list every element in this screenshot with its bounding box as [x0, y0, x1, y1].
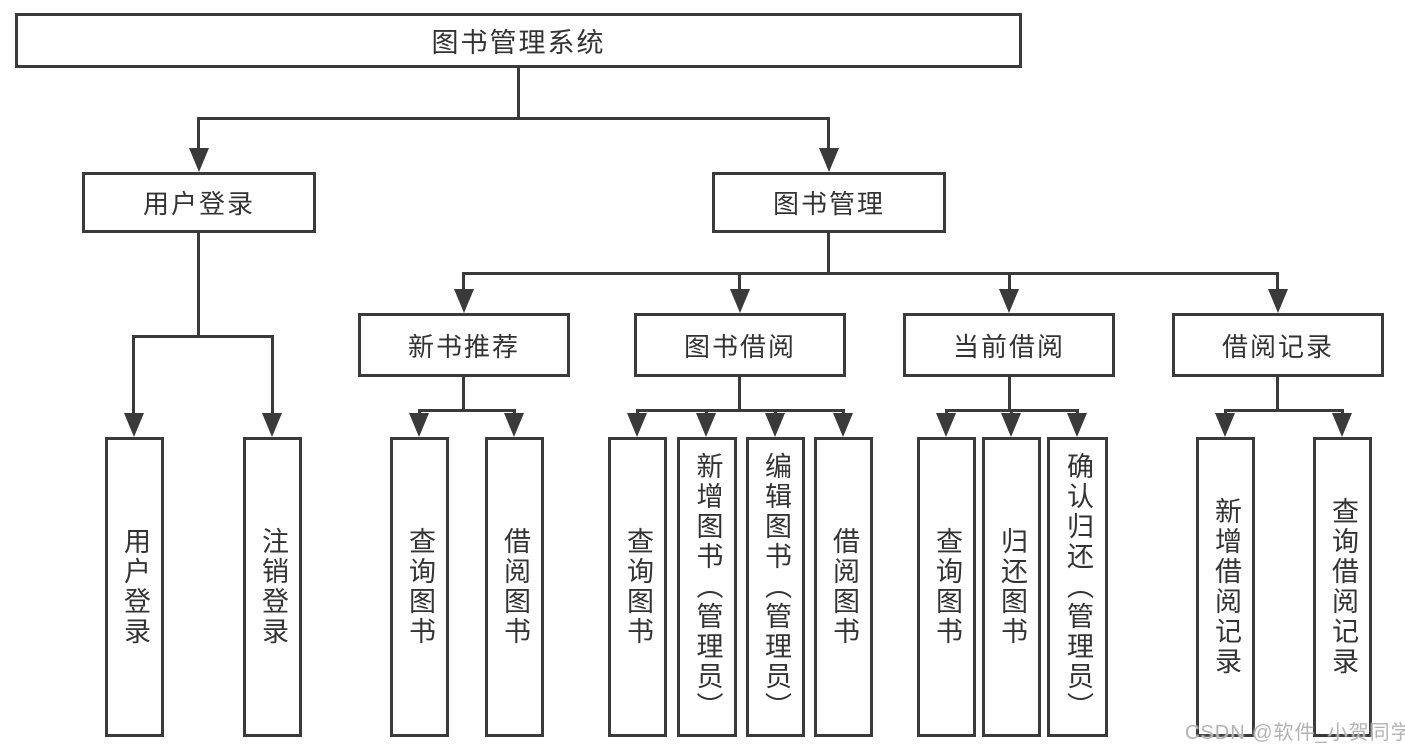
arrowhead-down — [1332, 413, 1352, 437]
node-label: 查询图书 — [405, 527, 435, 647]
connector-user-login-hline — [132, 335, 273, 338]
connector-borrowing-stem — [738, 377, 741, 412]
connector-borrowing-hline — [636, 409, 845, 412]
connector-level3-hline — [462, 272, 1279, 275]
node-book-borrowing: 图书借阅 — [634, 313, 846, 377]
node-label: 当前借阅 — [952, 331, 1065, 362]
node-label: 新增图书（管理员） — [692, 452, 723, 722]
leaf-logout: 注销登录 — [243, 437, 302, 737]
arrowhead-down — [730, 289, 750, 313]
leaf-query-borrow-record: 查询借阅记录 — [1313, 437, 1372, 737]
connector-stem — [462, 272, 465, 291]
connector-root-stem — [517, 68, 520, 120]
node-label: 新书推荐 — [407, 331, 520, 362]
connector-recommend-stem — [462, 377, 465, 412]
leaf-user-login: 用户登录 — [105, 437, 164, 737]
leaf-borrow-books: 借阅图书 — [814, 437, 873, 737]
arrowhead-down — [262, 413, 282, 437]
node-label: 图书管理 — [772, 189, 885, 219]
leaf-query-books-current: 查询图书 — [917, 437, 976, 737]
connector-stem — [827, 117, 830, 150]
node-label: 查询借阅记录 — [1328, 497, 1358, 677]
leaf-add-borrow-record: 新增借阅记录 — [1196, 437, 1255, 737]
arrowhead-down — [936, 413, 956, 437]
leaf-query-books-borrowing: 查询图书 — [608, 437, 667, 737]
arrowhead-down — [124, 413, 144, 437]
node-label: 编辑图书（管理员） — [761, 452, 791, 722]
connector-stem — [197, 117, 200, 150]
node-new-book-recommend: 新书推荐 — [358, 313, 570, 377]
node-label: 借阅图书 — [500, 527, 530, 647]
connector-book-mgmt-stem — [827, 233, 830, 275]
arrowhead-down — [833, 413, 853, 437]
arrowhead-down — [409, 413, 429, 437]
node-label: 用户登录 — [142, 189, 255, 219]
leaf-borrow-books-recommend: 借阅图书 — [485, 437, 544, 737]
arrowhead-down — [627, 413, 647, 437]
arrowhead-down — [1215, 413, 1235, 437]
leaf-query-books-recommend: 查询图书 — [390, 437, 449, 737]
arrowhead-down — [1268, 289, 1288, 313]
connector-level1-hline — [197, 117, 830, 120]
node-label: 借阅图书 — [829, 527, 859, 647]
node-label: 图书管理系统 — [431, 28, 606, 58]
connector-recommend-hline — [418, 409, 516, 412]
arrowhead-down — [696, 413, 716, 437]
leaf-confirm-return-admin: 确认归还（管理员） — [1047, 437, 1108, 737]
node-borrowing-records: 借阅记录 — [1172, 313, 1384, 377]
arrowhead-down — [189, 148, 209, 172]
leaf-edit-book-admin: 编辑图书（管理员） — [746, 437, 805, 737]
connector-records-stem — [1276, 377, 1279, 412]
node-label: 查询图书 — [623, 527, 653, 647]
connector-user-login-stem — [197, 233, 200, 338]
connector-stem — [738, 272, 741, 291]
arrowhead-down — [1067, 413, 1087, 437]
node-label: 用户登录 — [120, 527, 150, 647]
arrowhead-down — [819, 148, 839, 172]
connector-stem — [1276, 272, 1279, 291]
node-user-login: 用户登录 — [82, 172, 316, 233]
node-label: 新增借阅记录 — [1211, 497, 1241, 677]
arrowhead-down — [454, 289, 474, 313]
node-label: 归还图书 — [997, 527, 1027, 647]
arrowhead-down — [999, 289, 1019, 313]
node-current-borrowing: 当前借阅 — [903, 313, 1115, 377]
node-library-management-system: 图书管理系统 — [15, 13, 1022, 68]
leaf-return-book: 归还图书 — [982, 437, 1041, 737]
connector-stem — [132, 335, 135, 415]
connector-current-stem — [1008, 377, 1011, 412]
node-label: 图书借阅 — [683, 331, 796, 362]
node-label: 查询图书 — [932, 527, 962, 647]
connector-records-hline — [1224, 409, 1344, 412]
watermark: CSDN @软件_小贺同学 — [1185, 722, 1405, 744]
node-book-management: 图书管理 — [712, 172, 946, 233]
node-label: 确认归还（管理员） — [1063, 452, 1093, 722]
leaf-add-book-admin: 新增图书（管理员） — [677, 437, 737, 737]
arrowhead-down — [1001, 413, 1021, 437]
connector-stem — [271, 335, 274, 415]
node-label: 借阅记录 — [1221, 331, 1334, 362]
arrowhead-down — [765, 413, 785, 437]
arrowhead-down — [504, 413, 524, 437]
node-label: 注销登录 — [258, 527, 288, 647]
connector-stem — [1008, 272, 1011, 291]
